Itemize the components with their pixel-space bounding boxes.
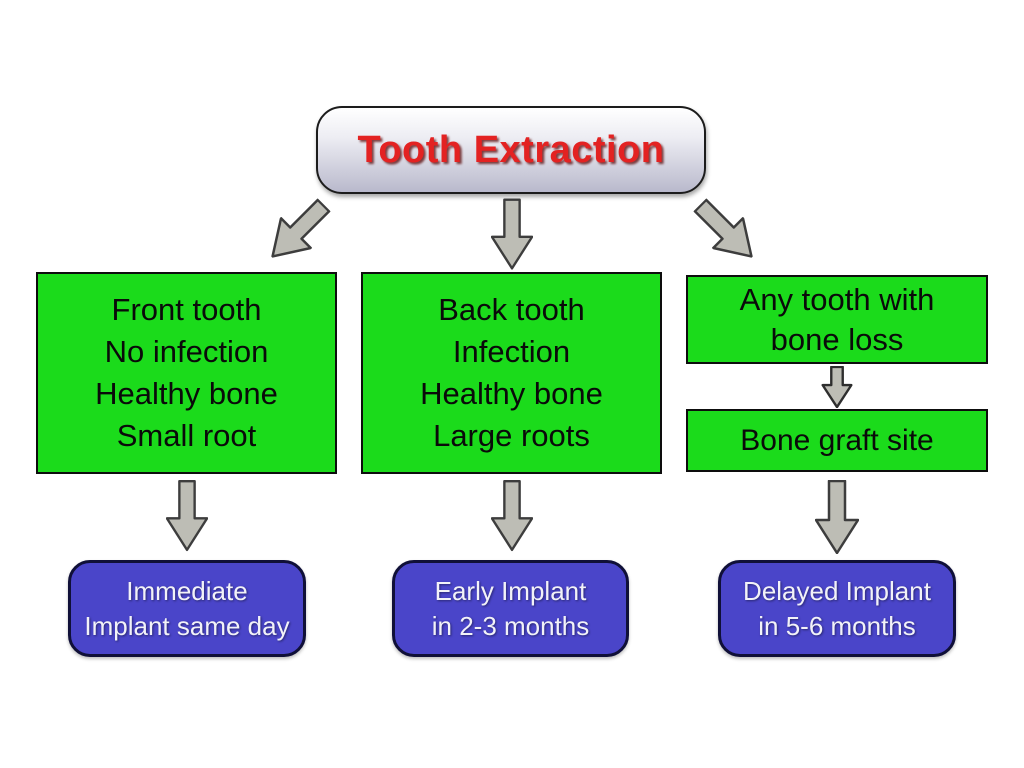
connector-front-tooth-to-immediate bbox=[166, 477, 208, 554]
outcome-box-early-implant: Early Implant in 2-3 months bbox=[392, 560, 629, 657]
condition-line: Infection bbox=[452, 334, 571, 369]
down-arrow-icon bbox=[821, 366, 853, 408]
condition-line: Large roots bbox=[433, 418, 590, 453]
down-arrow-icon bbox=[491, 198, 533, 270]
connector-title-to-bone-loss bbox=[684, 189, 767, 272]
down-arrow-icon bbox=[815, 480, 859, 554]
condition-line: Healthy bone bbox=[420, 376, 603, 411]
condition-line: Small root bbox=[116, 418, 257, 453]
connector-graft-site-to-delayed bbox=[815, 480, 859, 554]
bone-graft-site-box: Bone graft site bbox=[686, 409, 988, 472]
connector-title-to-back-tooth bbox=[491, 197, 533, 271]
connector-bone-loss-to-graft-site bbox=[821, 366, 853, 408]
condition-line: Healthy bone bbox=[95, 376, 278, 411]
down-right-arrow-icon bbox=[693, 198, 753, 258]
condition-box-back-tooth: Back tooth Infection Healthy bone Large … bbox=[361, 272, 662, 474]
condition-line: Any tooth with bbox=[739, 281, 935, 317]
down-arrow-icon bbox=[166, 479, 208, 552]
condition-line: No infection bbox=[104, 334, 269, 369]
condition-line: Front tooth bbox=[111, 292, 262, 327]
outcome-line: Immediate bbox=[126, 575, 248, 606]
condition-line: Bone graft site bbox=[740, 423, 934, 457]
outcome-line: Implant same day bbox=[84, 610, 290, 641]
outcome-box-delayed-implant: Delayed Implant in 5-6 months bbox=[718, 560, 956, 657]
condition-line: Back tooth bbox=[438, 292, 585, 327]
connector-title-to-front-tooth bbox=[256, 189, 339, 272]
down-left-arrow-icon bbox=[271, 198, 331, 258]
condition-line: bone loss bbox=[770, 321, 904, 357]
connector-back-tooth-to-early bbox=[491, 477, 533, 554]
outcome-line: in 5-6 months bbox=[758, 610, 916, 641]
condition-box-bone-loss: Any tooth with bone loss bbox=[686, 275, 988, 364]
outcome-line: in 2-3 months bbox=[431, 610, 590, 641]
outcome-line: Delayed Implant bbox=[743, 575, 931, 606]
outcome-box-immediate-implant: Immediate Implant same day bbox=[68, 560, 306, 657]
page-title: Tooth Extraction bbox=[357, 128, 665, 171]
down-arrow-icon bbox=[491, 479, 533, 552]
outcome-line: Early Implant bbox=[434, 575, 587, 606]
title-box: Tooth Extraction bbox=[316, 106, 706, 194]
condition-box-front-tooth: Front tooth No infection Healthy bone Sm… bbox=[36, 272, 337, 474]
